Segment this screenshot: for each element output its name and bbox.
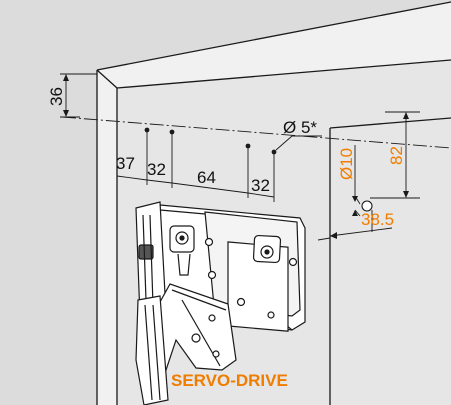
- dim-hole-4-label: 32: [251, 176, 270, 195]
- screw-5: [267, 311, 275, 319]
- dim-drill-diameter-label: Ø10: [337, 148, 356, 180]
- dim-hole-3-label: 64: [197, 168, 216, 187]
- dim-height-label: 82: [387, 146, 406, 165]
- dim-height: [370, 111, 420, 199]
- dim-offset-top: [60, 73, 97, 118]
- dim-depth-label: 38.5: [361, 210, 394, 229]
- product-label: SERVO-DRIVE: [171, 371, 288, 390]
- bracket-clip: [138, 244, 154, 260]
- dim-depth: [317, 210, 393, 241]
- lift-mechanism: [135, 201, 306, 405]
- dim-hole-diameter-label: Ø 5*: [283, 118, 317, 137]
- dim-hole-1-label: 37: [116, 154, 135, 173]
- screw-1: [204, 237, 214, 247]
- dim-hole-diameter-leader: [275, 135, 322, 151]
- lower-arm: [135, 295, 169, 405]
- dim-hole-2-label: 32: [147, 160, 166, 179]
- screw-3: [207, 270, 217, 280]
- hole-axis-line: [61, 116, 451, 149]
- stopper-pin: [361, 200, 373, 212]
- screw-4: [236, 297, 246, 307]
- dim-hole-spacing: [116, 130, 275, 202]
- dim-offset-top-label: 36: [47, 87, 66, 106]
- screw-2: [288, 257, 298, 267]
- dim-drill-diameter: [352, 145, 361, 217]
